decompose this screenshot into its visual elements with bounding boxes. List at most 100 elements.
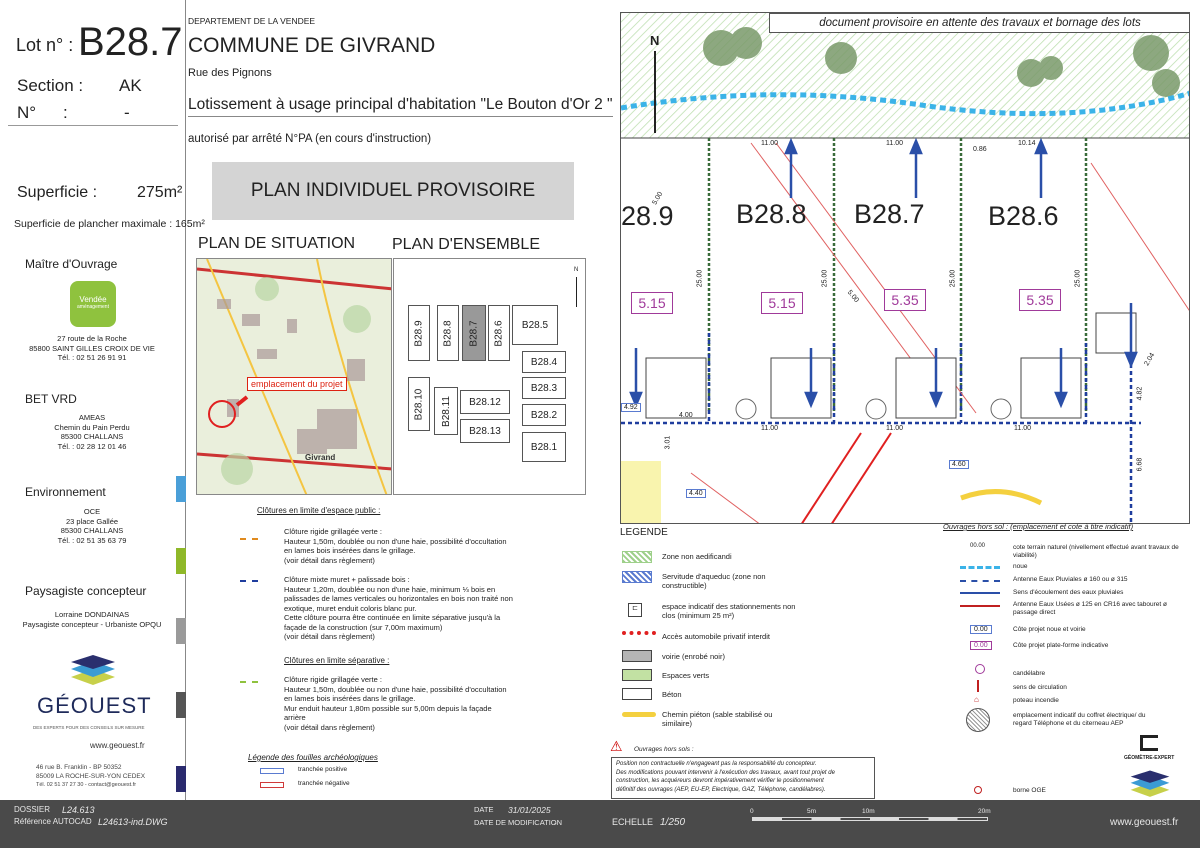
status-bar-1 (176, 476, 186, 502)
dim-top-3: 0.86 (973, 146, 987, 153)
clotures-public-title: Clôtures en limite d'espace public : (257, 506, 381, 515)
legende-swatch-6 (622, 669, 652, 681)
section-n-colon: : (63, 103, 68, 122)
plan-lot-b28-9[interactable]: 28.9 (621, 201, 674, 231)
ouvrage-2: noue (1013, 563, 1028, 570)
legende-swatch-1 (622, 551, 652, 563)
small-cote-6: 6.68 (1136, 457, 1144, 472)
legende-item-1: Zone non aedificandi (662, 552, 732, 561)
situation-map-image (197, 259, 391, 494)
plan-lot-b28-8[interactable]: B28.8 (736, 199, 807, 229)
dim-side-4: 25.00 (1074, 269, 1082, 288)
warning-l4: définitif des ouvrages (AEP, EU-EP, Elec… (616, 786, 826, 793)
status-bar-4 (176, 692, 186, 718)
geouest-address: 46 rue B. Franklin - BP 50352 85009 LA R… (36, 763, 145, 790)
ouvrage-3: Antenne Eaux Pluviales ø 160 ou ø 315 (1013, 576, 1128, 583)
maitre-ouvrage-title: Maître d'Ouvrage (25, 257, 118, 271)
paysagiste-info: Lorraine DONDAINAS Paysagiste concepteur… (8, 610, 176, 629)
plan-ensemble-box: N B28.9 B28.8 B28.7 B28.6 B28.5 B28.4 B2… (393, 258, 586, 495)
ouvrage-sym-6: 0.00 (970, 625, 992, 634)
ouvrage-5: Antenne Eaux Usées ø 125 en CR16 avec ta… (1013, 601, 1167, 616)
footer-dossier-label: DOSSIER (14, 805, 51, 814)
ouvrage-4: Sens d'écoulement des eaux pluviales (1013, 589, 1124, 596)
plan-situation-title: PLAN DE SITUATION (198, 235, 356, 252)
ensemble-lot-b28-3[interactable]: B28.3 (522, 377, 566, 399)
ouvrages-title: Ouvrages hors sol : (emplacement et cote… (943, 522, 1134, 531)
status-bar-3 (176, 618, 186, 644)
warning-title: Ouvrages hors sols : (634, 746, 694, 753)
cote-pink-3: 5.35 (884, 289, 926, 311)
header-autorise: autorisé par arrêté N°PA (en cours d'ins… (188, 133, 432, 145)
footer-geouest-logo-icon (1130, 770, 1170, 797)
pay-name: Lorraine DONDAINAS (54, 610, 130, 619)
situation-town-label: Givrand (305, 453, 336, 462)
geouest-contact: Tél. 02 51 37 27 30 - contact@geouest.fr (36, 782, 137, 788)
ensemble-lot-b28-4[interactable]: B28.4 (522, 351, 566, 373)
header-lotissement: Lotissement à usage principal d'habitati… (188, 96, 613, 117)
geouest-web: www.geouest.fr (90, 741, 145, 750)
footer-web[interactable]: www.geouest.fr (1110, 817, 1179, 828)
warning-icon: ⚠ (610, 738, 623, 754)
geouest-tagline: DES EXPERTS POUR DES CONSEILS SUR MESURE (33, 725, 145, 730)
ouvrage-sym-2 (960, 566, 1000, 569)
ouvrage-12: borne OGE (1013, 787, 1046, 794)
plan-frame: document provisoire en attente des trava… (620, 12, 1190, 524)
superficie-label: Superficie : (17, 184, 98, 201)
ensemble-lot-b28-11[interactable]: B28.11 (434, 387, 458, 435)
fouille-positive-swatch (260, 768, 284, 774)
warning-l1: Position non contractuelle n'engageant p… (616, 761, 817, 767)
plan-lot-b28-6[interactable]: B28.6 (988, 201, 1059, 231)
legende-item-4: Accès automobile privatif interdit (662, 632, 770, 641)
ouvrage-1: cote terrain naturel (nivellement effect… (1013, 544, 1179, 559)
ensemble-lot-b28-5[interactable]: B28.5 (512, 305, 558, 345)
dim-top-4: 10.14 (1018, 140, 1036, 147)
cloture2-line (240, 580, 258, 582)
legende-item-7: Béton (662, 690, 682, 699)
plan-situation-map: emplacement du projet Givrand (196, 258, 392, 495)
footer-modif: - (554, 818, 557, 828)
cloture1-title: Clôture rigide grillagée verte : (284, 527, 382, 536)
mo-tel: Tél. : 02 51 26 91 91 (57, 353, 127, 362)
cloture2-l1: Hauteur 1,20m, doublée ou non d'une haie… (284, 584, 496, 594)
ensemble-lot-b28-9[interactable]: B28.9 (408, 305, 430, 361)
section-n-value: - (124, 103, 130, 122)
fouille-positive-label: tranchée positive (298, 766, 348, 773)
ensemble-lot-b28-2[interactable]: B28.2 (522, 404, 566, 426)
ensemble-lot-b28-7[interactable]: B28.7 (462, 305, 486, 361)
ensemble-lot-b28-13[interactable]: B28.13 (460, 419, 510, 443)
cloture3-l2: en lames bois insérées dans le grillage. (284, 694, 416, 703)
ensemble-lot-b28-8[interactable]: B28.8 (437, 305, 459, 361)
env-address1: 23 place Gallée (65, 516, 119, 526)
ouvrage-sym-4 (960, 592, 1000, 594)
legende-item-8: Chemin piéton (sable stabilisé ou simila… (662, 710, 773, 728)
vendee-logo-text: Vendée (79, 295, 107, 304)
geometre-icon (1140, 735, 1158, 751)
cloture2-l6: (voir détail dans règlement) (284, 632, 375, 641)
env-tel: Tél. : 02 51 35 63 79 (57, 535, 127, 545)
small-cote-1: 4.92 (621, 403, 641, 412)
cloture3-title: Clôture rigide grillagée verte : (284, 675, 382, 684)
cloture1-l2: en lames bois insérées dans le grillage. (284, 546, 416, 555)
legende-title: LEGENDE (620, 527, 668, 538)
scale-tick-2: 10m (862, 808, 875, 815)
ensemble-lot-b28-6[interactable]: B28.6 (488, 305, 510, 361)
cloture2-l3: exotique, muret enduit coloris blanc pur… (284, 603, 417, 613)
footer: DOSSIER L24.613 Référence AUTOCAD L24613… (0, 800, 1200, 848)
plan-lot-b28-7[interactable]: B28.7 (854, 199, 925, 229)
geouest-name: GÉOUEST (37, 693, 152, 718)
ensemble-lot-b28-10[interactable]: B28.10 (408, 377, 430, 431)
ensemble-lot-b28-1[interactable]: B28.1 (522, 432, 566, 462)
small-cote-5: 3.01 (664, 435, 672, 450)
plan-north-icon: N (650, 33, 660, 48)
trees (703, 27, 1180, 97)
sidebar-separator (8, 125, 178, 126)
legende-swatch-8 (622, 712, 656, 717)
sidebar (0, 0, 186, 800)
footer-date: 31/01/2025 (508, 805, 551, 815)
status-bar-5 (176, 766, 186, 792)
ouvrage-8: candélabre (1013, 670, 1046, 677)
ensemble-lot-b28-12[interactable]: B28.12 (460, 390, 510, 414)
section-value: AK (119, 76, 142, 95)
pay-role: Paysagiste concepteur - Urbaniste OPQU (22, 619, 162, 629)
cloture3-l4: arrière (284, 713, 306, 722)
